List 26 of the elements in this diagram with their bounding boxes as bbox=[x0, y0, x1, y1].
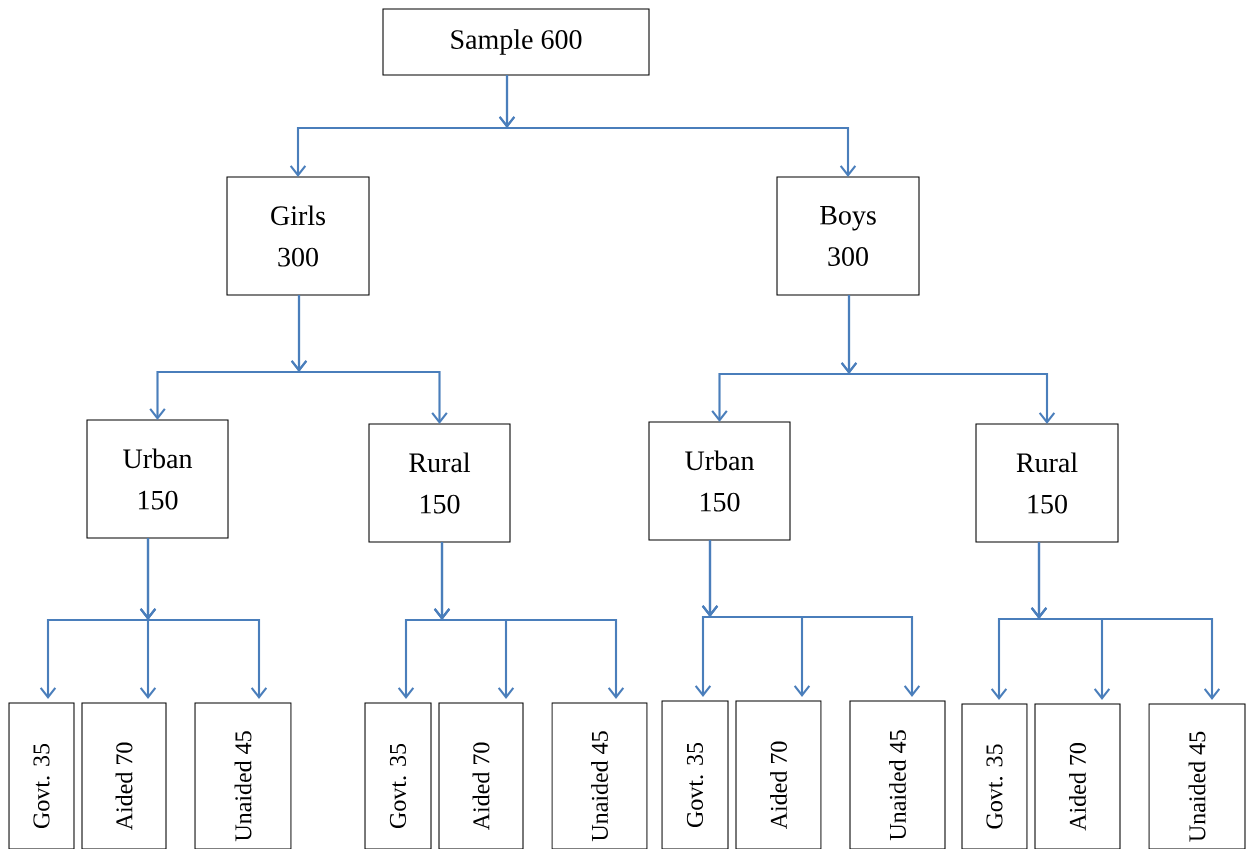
arrow bbox=[840, 295, 1056, 424]
arrow bbox=[433, 542, 625, 699]
label-box: Govt. 35 bbox=[661, 700, 729, 849]
label-box: Unaided 45 bbox=[1148, 703, 1246, 849]
process-box: Urban 150 bbox=[86, 419, 229, 539]
arrow bbox=[139, 538, 268, 699]
label-box: Aided 70 bbox=[1034, 703, 1121, 849]
label-box: Aided 70 bbox=[735, 700, 822, 849]
process-box: Rural 150 bbox=[368, 423, 511, 543]
process-box: Boys 300 bbox=[776, 176, 920, 296]
arrow bbox=[290, 295, 448, 424]
label-box: Aided 70 bbox=[81, 702, 167, 849]
label-box: Govt. 35 bbox=[364, 702, 432, 849]
label-box: Unaided 45 bbox=[551, 702, 648, 849]
arrow bbox=[1030, 542, 1221, 700]
label-box: Govt. 35 bbox=[8, 702, 75, 849]
process-box: Sample 600 bbox=[382, 8, 650, 76]
process-box: Girls 300 bbox=[226, 176, 370, 296]
label-box: Aided 70 bbox=[438, 702, 524, 849]
label-box: Govt. 35 bbox=[961, 703, 1028, 849]
label-box: Unaided 45 bbox=[194, 702, 292, 849]
label-box: Unaided 45 bbox=[849, 700, 946, 849]
process-box: Rural 150 bbox=[975, 423, 1119, 543]
arrow bbox=[498, 75, 857, 177]
process-box: Urban 150 bbox=[648, 421, 791, 541]
arrow bbox=[701, 540, 921, 697]
